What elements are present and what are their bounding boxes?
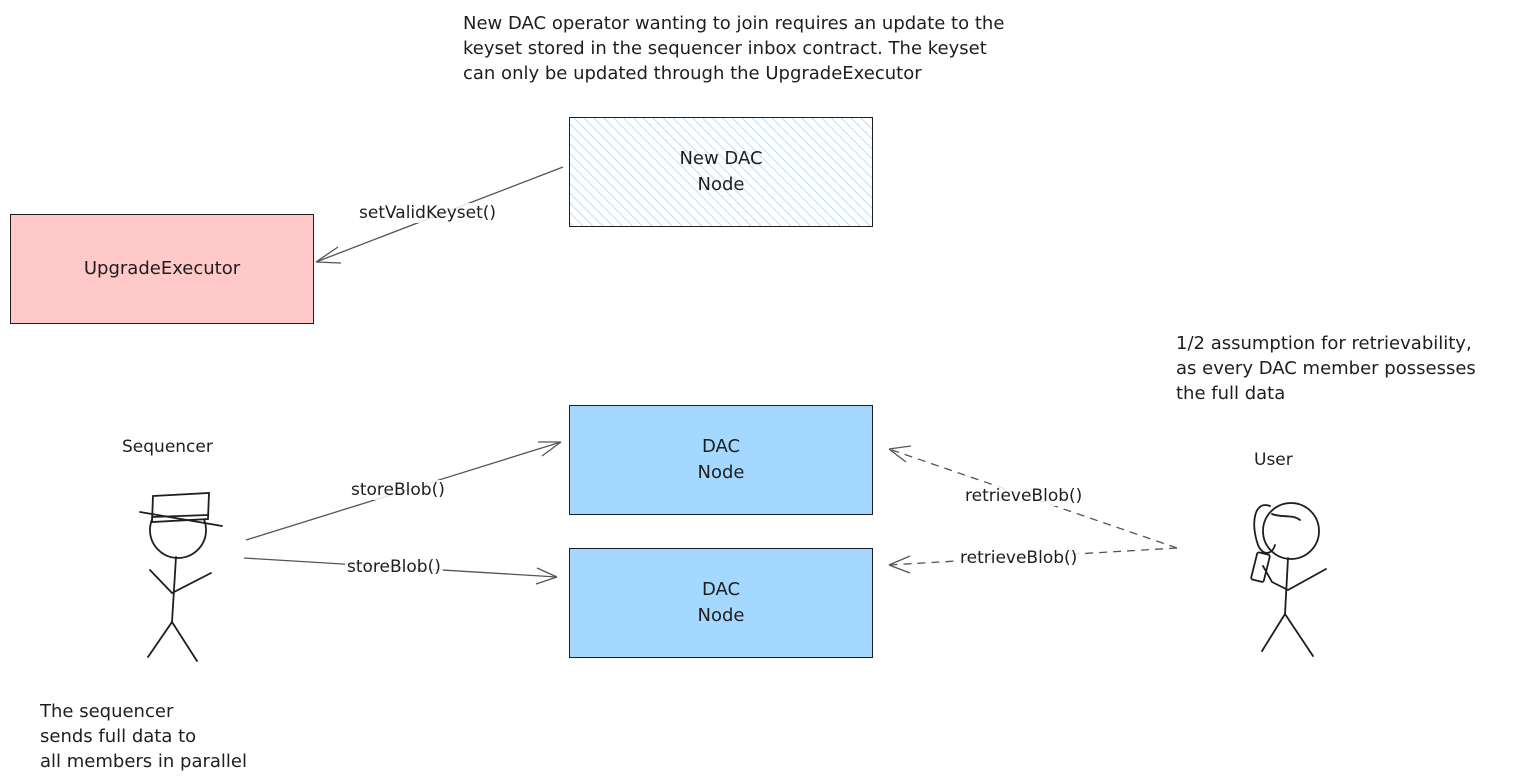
sequencer-label: Sequencer [122, 437, 213, 457]
store-blob-label-2: storeBlob() [345, 557, 443, 577]
retrieve-blob-arrow-1 [888, 445, 1178, 549]
dac-node-box-1[interactable]: DAC Node [569, 405, 873, 515]
store-blob-label-1: storeBlob() [349, 480, 447, 500]
join-requirement-note: New DAC operator wanting to join require… [463, 13, 1005, 84]
new-dac-node-box[interactable]: New DAC Node [569, 117, 873, 227]
user-figure [1250, 502, 1327, 657]
dac-node-box-2[interactable]: DAC Node [569, 548, 873, 658]
retrieve-blob-label-1: retrieveBlob() [963, 486, 1085, 506]
upgrade-executor-box[interactable]: UpgradeExecutor [10, 214, 314, 324]
new-dac-node-hatch [569, 117, 873, 227]
sequencer-note: The sequencer sends full data to all mem… [40, 701, 247, 772]
retrievability-note: 1/2 assumption for retrievability, as ev… [1176, 333, 1476, 404]
sequencer-figure [139, 492, 223, 662]
set-valid-keyset-label: setValidKeyset() [357, 203, 499, 223]
user-label: User [1254, 450, 1293, 470]
retrieve-blob-label-2: retrieveBlob() [958, 548, 1080, 568]
